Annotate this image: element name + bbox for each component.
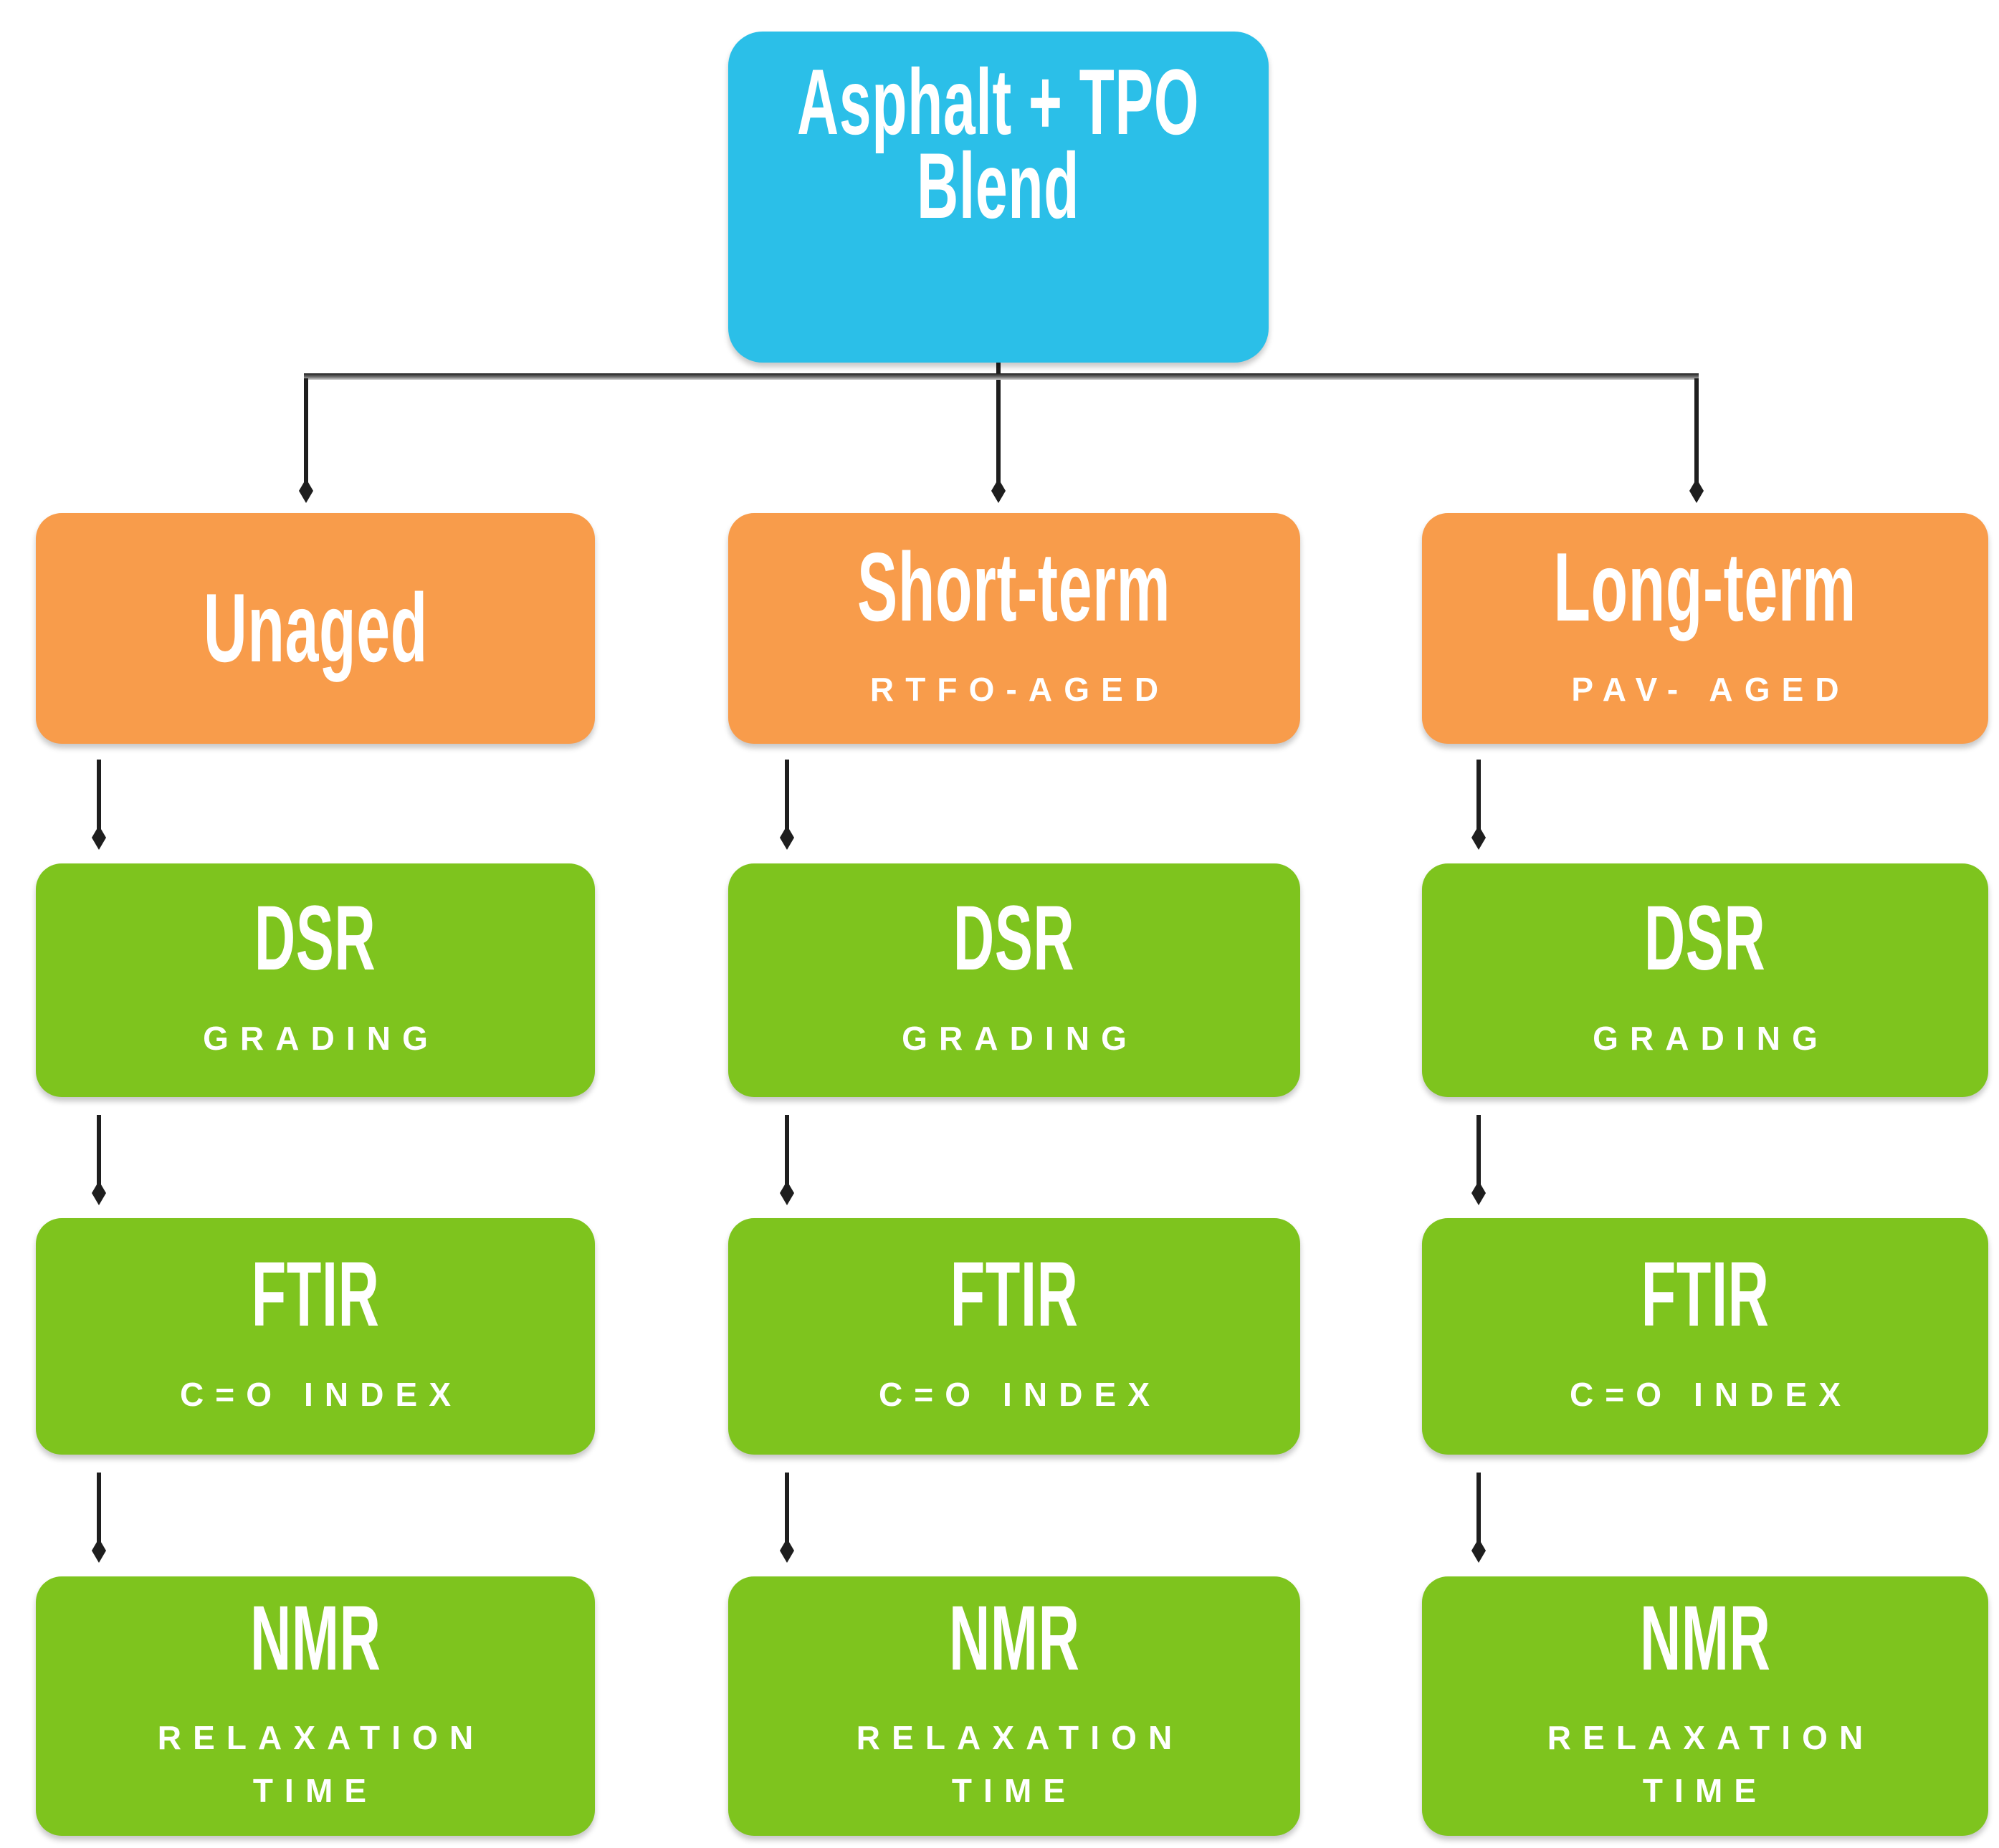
connector-ftir-nmr-col3 [1476, 1473, 1481, 1544]
root-node-title: Asphalt + TPO Blend [797, 49, 1200, 238]
test-title: FTIR [251, 1243, 380, 1346]
test-node-long-term-dsr: DSR GRADING [1422, 863, 1988, 1097]
arrowhead-down-icon [780, 1181, 794, 1205]
test-title: NMR [249, 1586, 381, 1690]
test-title: DSR [1644, 887, 1766, 990]
stage-node-unaged: Unaged [36, 513, 595, 744]
arrowhead-down-icon [92, 1181, 106, 1205]
root-node-asphalt-tpo-blend: Asphalt + TPO Blend [728, 32, 1269, 363]
test-title: NMR [948, 1586, 1080, 1690]
arrowhead-down-icon [299, 479, 313, 503]
test-node-unaged-dsr: DSR GRADING [36, 863, 595, 1097]
test-subtitle: C=O INDEX [878, 1376, 1162, 1413]
test-node-short-term-dsr: DSR GRADING [728, 863, 1300, 1097]
connector-longterm-dsr [1476, 760, 1481, 831]
arrowhead-down-icon [1689, 479, 1704, 503]
stage-title: Short-term [857, 532, 1171, 641]
connector-shortterm-dsr [785, 760, 789, 831]
connector-drop-left [304, 378, 308, 486]
test-node-unaged-nmr: NMR RELAXATION TIME [36, 1576, 595, 1836]
connector-drop-right [1694, 378, 1699, 486]
arrowhead-down-icon [780, 1538, 794, 1563]
arrowhead-down-icon [780, 825, 794, 850]
connector-trunk [996, 358, 1001, 494]
stage-node-long-term: Long-term PAV- AGED [1422, 513, 1988, 744]
stage-title: Long-term [1553, 532, 1857, 641]
test-subtitle: RELAXATION TIME [856, 1719, 1184, 1809]
test-node-long-term-nmr: NMR RELAXATION TIME [1422, 1576, 1988, 1836]
stage-subtitle: RTFO-AGED [869, 670, 1170, 708]
test-subtitle: GRADING [1593, 1020, 1829, 1057]
connector-dsr-ftir-col1 [97, 1115, 101, 1187]
connector-dsr-ftir-col3 [1476, 1115, 1481, 1187]
arrowhead-down-icon [92, 1538, 106, 1563]
arrowhead-down-icon [92, 825, 106, 850]
test-title: NMR [1639, 1586, 1771, 1690]
arrowhead-down-icon [1471, 825, 1486, 850]
test-node-short-term-nmr: NMR RELAXATION TIME [728, 1576, 1300, 1836]
test-subtitle: GRADING [902, 1020, 1138, 1057]
arrowhead-down-icon [1471, 1181, 1486, 1205]
connector-ftir-nmr-col1 [97, 1473, 101, 1544]
test-subtitle: C=O INDEX [179, 1376, 463, 1413]
stage-subtitle: PAV- AGED [1571, 670, 1851, 708]
test-node-short-term-ftir: FTIR C=O INDEX [728, 1218, 1300, 1455]
arrowhead-down-icon [1471, 1538, 1486, 1563]
arrowhead-down-icon [991, 479, 1006, 503]
test-subtitle: C=O INDEX [1569, 1376, 1853, 1413]
test-subtitle: RELAXATION TIME [1547, 1719, 1875, 1809]
connector-bar [304, 373, 1699, 380]
test-title: FTIR [1641, 1243, 1770, 1346]
connector-ftir-nmr-col2 [785, 1473, 789, 1544]
test-node-unaged-ftir: FTIR C=O INDEX [36, 1218, 595, 1455]
connector-unaged-dsr [97, 760, 101, 831]
test-title: DSR [953, 887, 1075, 990]
connector-dsr-ftir-col2 [785, 1115, 789, 1187]
test-title: DSR [254, 887, 376, 990]
stage-node-short-term: Short-term RTFO-AGED [728, 513, 1300, 744]
test-subtitle: GRADING [203, 1020, 439, 1057]
test-node-long-term-ftir: FTIR C=O INDEX [1422, 1218, 1988, 1455]
test-title: FTIR [950, 1243, 1079, 1346]
stage-title: Unaged [203, 573, 428, 683]
test-subtitle: RELAXATION TIME [157, 1719, 485, 1809]
